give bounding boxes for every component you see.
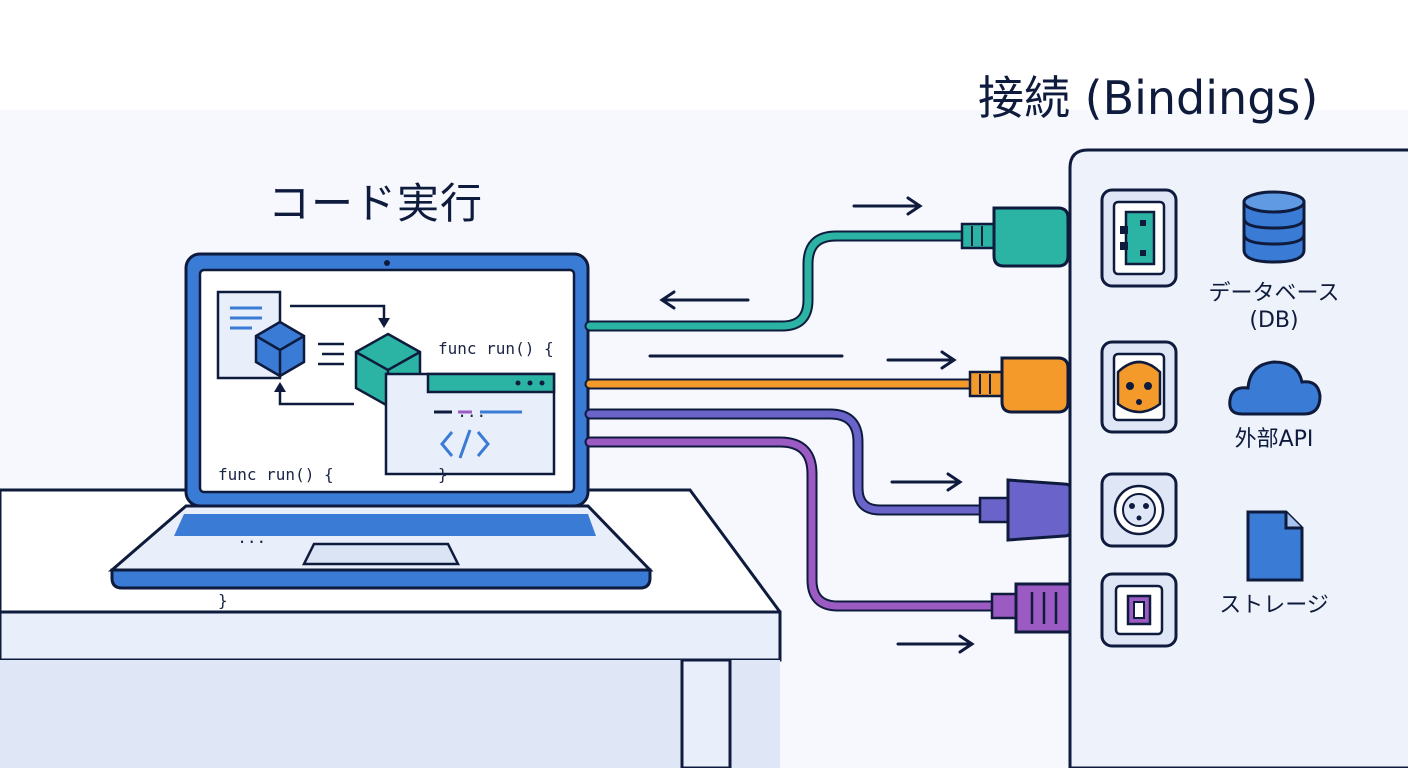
- socket-api: [1100, 340, 1178, 434]
- code-line: func run() {: [438, 339, 554, 358]
- code-snippet-top: func run() { ... }: [438, 296, 554, 527]
- service-label-db: データベース (DB): [1194, 280, 1354, 334]
- service-label-line: データベース: [1208, 281, 1340, 306]
- socket-indigo: [1100, 472, 1178, 548]
- socket-db: [1100, 188, 1178, 288]
- code-line: ...: [218, 528, 267, 547]
- cables: [584, 230, 1000, 612]
- code-line: ...: [438, 402, 487, 421]
- bindings-title: 接続 (Bindings): [978, 71, 1319, 125]
- laptop: [107, 252, 654, 590]
- code-snippet-bottom: func run() { ... }: [218, 422, 334, 653]
- cable-indigo: [586, 410, 986, 514]
- database-icon: [1242, 190, 1306, 264]
- file-icon: [1246, 510, 1304, 582]
- cable-purple: [586, 438, 998, 610]
- code-line: }: [218, 591, 228, 610]
- code-line: func run() {: [218, 465, 334, 484]
- code-execution-title: コード実行: [268, 179, 484, 228]
- cloud-icon: [1228, 360, 1322, 416]
- service-label-line: (DB): [1249, 308, 1299, 333]
- plug-teal: [960, 206, 1100, 268]
- arrow-right-2: [886, 350, 957, 370]
- socket-storage: [1100, 572, 1178, 648]
- arrow-right-1: [852, 196, 923, 216]
- flow-arrows: [648, 196, 975, 654]
- arrow-right-4: [896, 634, 975, 654]
- arrow-right-3: [890, 472, 963, 492]
- service-label-storage: ストレージ: [1219, 593, 1329, 618]
- screen-content: [216, 290, 556, 476]
- code-line: }: [438, 465, 448, 484]
- arrow-left-1: [659, 290, 750, 310]
- cable-teal: [586, 232, 968, 330]
- service-label-api: 外部API: [1234, 427, 1314, 452]
